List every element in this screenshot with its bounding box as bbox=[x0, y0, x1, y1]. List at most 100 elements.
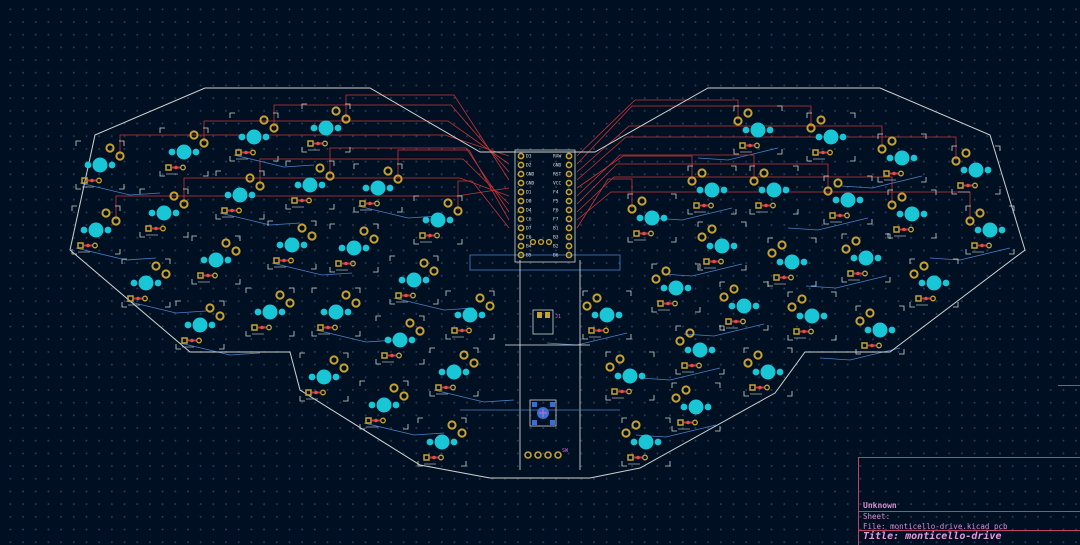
switch-corner-mark bbox=[445, 290, 451, 296]
diode-mark bbox=[316, 141, 320, 146]
switch-side-hole bbox=[776, 258, 784, 266]
diode-mark bbox=[636, 455, 640, 460]
switch-side-hole bbox=[294, 181, 302, 189]
front-trace bbox=[273, 104, 510, 173]
switch-side-hole bbox=[130, 279, 138, 287]
switch-corner-mark bbox=[582, 334, 588, 340]
switch-pad bbox=[359, 226, 369, 236]
mcu-pin-pad bbox=[565, 188, 573, 196]
switch-center-hole bbox=[406, 272, 422, 288]
key-switch bbox=[159, 127, 209, 177]
key-switch bbox=[605, 351, 655, 401]
mcu-footprint[interactable]: D3D2GNDGNDD1D0D4C6D7E6B4B5RAWGNDRSTVCCF4… bbox=[514, 149, 576, 263]
switch-corner-mark bbox=[763, 281, 769, 287]
switch-corner-mark bbox=[811, 237, 817, 243]
switch-corner-mark bbox=[867, 219, 873, 225]
switch-center-hole bbox=[766, 182, 782, 198]
mcu-pin-label: F7 bbox=[553, 217, 559, 223]
diode-mark bbox=[390, 353, 394, 358]
switch-pad bbox=[259, 115, 269, 125]
switch-corner-mark bbox=[259, 170, 265, 176]
mcu-pin-pad bbox=[517, 161, 525, 169]
key-switch bbox=[743, 347, 793, 397]
mcu-aux-pad bbox=[545, 238, 553, 246]
switch-side-hole bbox=[615, 311, 623, 319]
switch-side-hole bbox=[680, 403, 688, 411]
switch-corner-mark bbox=[953, 302, 959, 308]
front-trace bbox=[397, 149, 510, 221]
back-trace bbox=[393, 297, 475, 311]
switch-pad bbox=[697, 168, 707, 178]
key-switch bbox=[877, 133, 927, 183]
switch-corner-mark bbox=[867, 175, 873, 181]
switch-side-hole bbox=[426, 438, 434, 446]
switch-side-hole bbox=[300, 241, 308, 249]
switch-corner-mark bbox=[885, 233, 891, 239]
switch-corner-mark bbox=[353, 207, 359, 213]
switch-side-hole bbox=[942, 279, 950, 287]
switch-center-hole bbox=[392, 332, 408, 348]
switch-pad bbox=[671, 393, 681, 403]
back-trace bbox=[805, 275, 887, 289]
switch-corner-mark bbox=[229, 112, 235, 118]
diode-mark bbox=[432, 455, 436, 460]
switch-corner-mark bbox=[115, 205, 121, 211]
key-switch bbox=[311, 287, 361, 337]
switch-side-hole bbox=[839, 133, 847, 141]
switch-corner-mark bbox=[403, 380, 409, 386]
switch-pad bbox=[457, 428, 467, 438]
switch-corner-mark bbox=[389, 255, 395, 261]
mcu-pin-label: D4 bbox=[526, 208, 532, 214]
diode-pad bbox=[221, 207, 228, 214]
switch-corner-mark bbox=[965, 205, 971, 211]
switch-corner-mark bbox=[1009, 205, 1015, 211]
switch-corner-mark bbox=[419, 315, 425, 321]
back-trace bbox=[233, 154, 315, 168]
switch-center-hole bbox=[434, 434, 450, 450]
switch-side-hole bbox=[820, 312, 828, 320]
switch-corner-mark bbox=[417, 461, 423, 467]
switch-corner-mark bbox=[311, 220, 317, 226]
switch-pad bbox=[975, 208, 985, 218]
switch-corner-mark bbox=[665, 461, 671, 467]
switch-pad bbox=[199, 138, 209, 148]
diode-pad bbox=[434, 232, 440, 239]
mcu-pin-pad bbox=[517, 152, 525, 160]
mcu-pin-pad bbox=[517, 251, 525, 259]
key-switch bbox=[806, 112, 856, 162]
switch-pad bbox=[743, 108, 753, 118]
switch-pad bbox=[485, 301, 495, 311]
diode-pad bbox=[251, 324, 258, 331]
switch-pad bbox=[221, 238, 231, 248]
mcu-pin-label: D7 bbox=[526, 226, 532, 232]
back-trace bbox=[271, 262, 353, 276]
diode-mark bbox=[802, 329, 806, 334]
switch-center-hole bbox=[92, 157, 108, 173]
switch-corner-mark bbox=[191, 279, 197, 285]
diode-pad bbox=[181, 337, 188, 344]
reset-switch-pad bbox=[550, 420, 555, 425]
mcu-pin-pad bbox=[565, 215, 573, 223]
diode-pad bbox=[696, 362, 702, 369]
switch-center-hole bbox=[370, 180, 386, 196]
switch-side-hole bbox=[384, 336, 392, 344]
switch-side-hole bbox=[660, 284, 668, 292]
switch-side-hole bbox=[450, 438, 458, 446]
mcu-pin-label: B5 bbox=[526, 253, 532, 259]
switch-side-hole bbox=[344, 308, 352, 316]
switch-side-hole bbox=[752, 302, 760, 310]
switch-corner-mark bbox=[301, 103, 307, 109]
diode-pad bbox=[291, 197, 298, 204]
board-outline bbox=[69, 87, 1026, 479]
diode-mark bbox=[642, 231, 646, 236]
switch-corner-mark bbox=[697, 265, 703, 271]
switch-corner-mark bbox=[175, 300, 181, 306]
switch-pad bbox=[823, 186, 833, 196]
switch-corner-mark bbox=[259, 214, 265, 220]
switch-side-hole bbox=[276, 241, 284, 249]
mcu-pin-pad bbox=[517, 188, 525, 196]
switch-center-hole bbox=[704, 182, 720, 198]
mcu-pin-pad bbox=[517, 242, 525, 250]
